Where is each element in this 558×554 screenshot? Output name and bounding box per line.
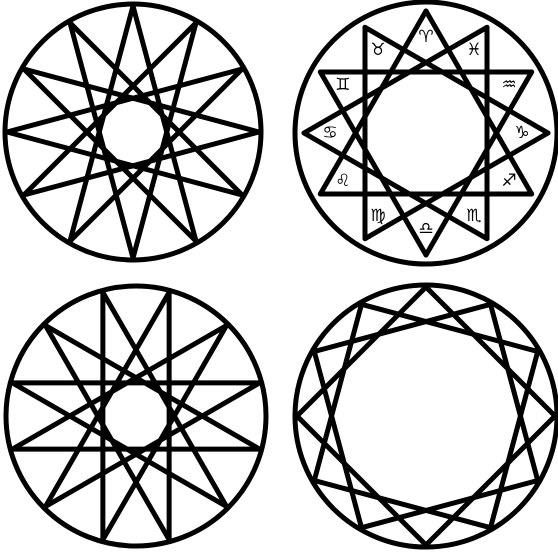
star-line [67, 20, 245, 198]
star-line [311, 478, 493, 531]
zodiac-symbol: ♓ [466, 40, 481, 60]
star-line [67, 20, 136, 261]
star-line [67, 66, 245, 244]
zodiac-symbol: ♒ [502, 75, 517, 95]
zodiac-symbol: ♉ [370, 40, 385, 60]
star-line [21, 66, 199, 244]
star-line [362, 24, 551, 136]
star-line [362, 130, 551, 242]
star-line [423, 413, 558, 548]
star-line [9, 380, 230, 510]
star-line [42, 322, 263, 452]
star-line [4, 66, 245, 135]
star-line [359, 478, 541, 531]
star-line [21, 66, 262, 135]
star-line [359, 301, 541, 354]
star-line [311, 301, 364, 483]
star-line [100, 322, 230, 543]
zodiac-wheel: ♈ ♓ ♒ ♑ ♐ ♏ ♎ ♍ ♌ ♋ ♊ ♉ [292, 0, 558, 267]
zodiac-symbol: ♎ [418, 219, 433, 239]
star-line [100, 289, 230, 510]
star-line [294, 284, 429, 419]
zodiac-symbol: ♏ [466, 206, 481, 226]
star-line [317, 8, 429, 197]
star-line [423, 69, 535, 258]
star-polygon-12-3 [292, 282, 558, 550]
star-line [42, 322, 172, 543]
zodiac-symbol: ♋ [322, 123, 337, 143]
star-line [130, 3, 199, 244]
zodiac-symbol: ♐ [502, 171, 517, 191]
zodiac-symbol: ♊ [335, 75, 350, 95]
outer-circle [292, 0, 558, 267]
zodiac-symbol: ♑ [514, 123, 529, 143]
star-polygon-12-5 [2, 1, 264, 263]
star-line [4, 129, 245, 198]
star-line [311, 349, 364, 531]
star-line [42, 380, 263, 510]
outer-circle [292, 282, 558, 550]
star-line [311, 301, 493, 354]
star-line [423, 284, 558, 419]
star-line [423, 8, 535, 197]
star-line [42, 289, 172, 510]
star-line [488, 349, 541, 531]
zodiac-symbol: ♍ [370, 206, 385, 226]
outer-circle [2, 1, 264, 263]
star-line [9, 322, 230, 452]
star-line [21, 20, 199, 198]
star-line [317, 69, 429, 258]
star-line [301, 130, 490, 242]
star-line [294, 413, 429, 548]
star-line [488, 301, 541, 483]
zodiac-symbol: ♈ [418, 27, 433, 47]
star-polygon-12-5-ring [3, 283, 269, 549]
star-line [130, 20, 199, 261]
star-line [67, 3, 136, 244]
star-line [21, 129, 262, 198]
star-line [301, 24, 490, 136]
outer-circle [3, 283, 269, 549]
zodiac-symbol: ♌ [335, 171, 350, 191]
